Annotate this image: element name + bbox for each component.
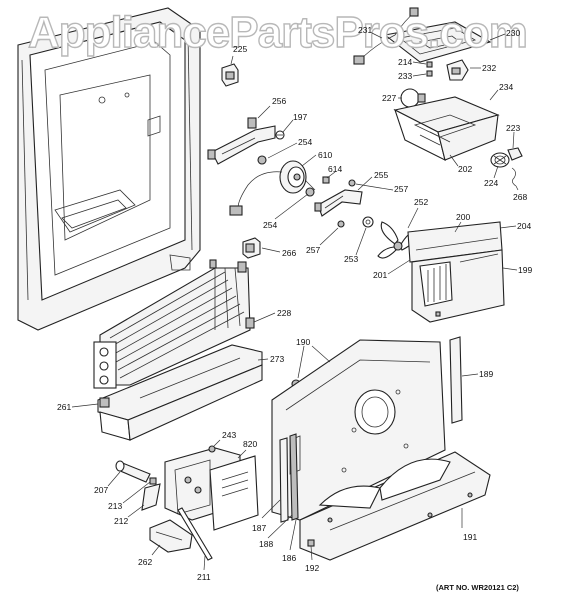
- callout-190: 190: [296, 337, 310, 347]
- callout-187: 187: [252, 523, 266, 533]
- art-number: (ART NO. WR20121 C2): [436, 583, 519, 592]
- callout-225: 225: [233, 44, 247, 54]
- callout-192: 192: [305, 563, 319, 573]
- callout-197: 197: [293, 112, 307, 122]
- callout-211: 211: [197, 572, 211, 582]
- callout-273: 273: [270, 354, 284, 364]
- part-243-screw: [208, 445, 216, 453]
- callout-243: 243: [222, 430, 236, 440]
- part-199-fan-housing: [407, 221, 505, 323]
- callout-212: 212: [114, 516, 128, 526]
- callout-214: 214: [398, 57, 412, 67]
- callout-186: 186: [282, 553, 296, 563]
- part-610-fan-motor: [229, 160, 316, 216]
- callout-614: 614: [328, 164, 342, 174]
- callout-610: 610: [318, 150, 332, 160]
- callout-200: 200: [456, 212, 470, 222]
- callout-224: 224: [484, 178, 498, 188]
- callout-257-top: 257: [394, 184, 408, 194]
- part-224-damper-knob: [490, 152, 510, 168]
- part-187-gasket: [279, 437, 289, 523]
- callout-253: 253: [344, 254, 358, 264]
- part-211-rod: [177, 507, 213, 561]
- callout-262: 262: [138, 557, 152, 567]
- part-213-clip: [149, 477, 157, 485]
- part-262-ice-bin-bracket: [149, 519, 193, 553]
- part-207-fill-tube: [115, 460, 151, 483]
- callout-230: 230: [506, 28, 520, 38]
- callout-201: 201: [373, 270, 387, 280]
- callout-820: 820: [243, 439, 257, 449]
- part-223-bracket: [507, 147, 523, 161]
- callout-189: 189: [479, 369, 493, 379]
- part-191-air-duct-cover: [299, 451, 491, 561]
- part-188-gasket: [289, 433, 299, 521]
- part-197-screw: [275, 130, 285, 140]
- part-257-screw-top: [348, 179, 356, 187]
- callout-207: 207: [94, 485, 108, 495]
- part-230-light-housing: [383, 21, 492, 63]
- callout-261: 261: [57, 402, 71, 412]
- part-266-connector: [242, 237, 261, 259]
- part-273-drain-pan: [97, 344, 263, 441]
- callout-227: 227: [382, 93, 396, 103]
- part-202-light-tray: [393, 96, 500, 162]
- callout-232: 232: [482, 63, 496, 73]
- callout-252: 252: [414, 197, 428, 207]
- part-192-clip: [307, 539, 315, 547]
- callout-266: 266: [282, 248, 296, 258]
- part-225-connector: [221, 63, 239, 87]
- part-231-wire-harness: [353, 7, 419, 65]
- callout-234: 234: [499, 82, 513, 92]
- part-214-233-clips: [426, 61, 433, 77]
- part-253-washer: [362, 216, 374, 228]
- part-189-seal-strip: [449, 336, 463, 424]
- callout-213: 213: [108, 501, 122, 511]
- part-261-clip: [99, 397, 110, 408]
- callout-199: 199: [518, 265, 532, 275]
- watermark: AppliancePartsPros.com: [28, 8, 527, 57]
- part-820-icemaker: [164, 447, 259, 531]
- callout-188: 188: [259, 539, 273, 549]
- callout-268: 268: [513, 192, 527, 202]
- callout-254-low: 254: [263, 220, 277, 230]
- callout-191: 191: [463, 532, 477, 542]
- callouts: 225 231 230 214 233 232 227 234 256 197 …: [57, 25, 532, 582]
- callout-256: 256: [272, 96, 286, 106]
- callout-202: 202: [458, 164, 472, 174]
- callout-233: 233: [398, 71, 412, 81]
- freezer-liner: [17, 7, 201, 331]
- part-614-motor-bracket: [314, 176, 363, 217]
- part-228-evaporator: [93, 259, 255, 389]
- callout-231: 231: [358, 25, 372, 35]
- part-268-spring: [511, 167, 517, 187]
- callout-255: 255: [374, 170, 388, 180]
- part-254-washer-top: [257, 155, 267, 165]
- callout-254-top: 254: [298, 137, 312, 147]
- callout-223: 223: [506, 123, 520, 133]
- part-212-heater: [141, 483, 161, 511]
- part-257-screw-low: [337, 220, 345, 228]
- callout-204: 204: [517, 221, 531, 231]
- callout-257-low: 257: [306, 245, 320, 255]
- part-232-lamp-socket: [446, 59, 469, 81]
- callout-228: 228: [277, 308, 291, 318]
- evaporator-cover-panel: [271, 339, 446, 521]
- part-256-fan-bracket: [207, 117, 276, 165]
